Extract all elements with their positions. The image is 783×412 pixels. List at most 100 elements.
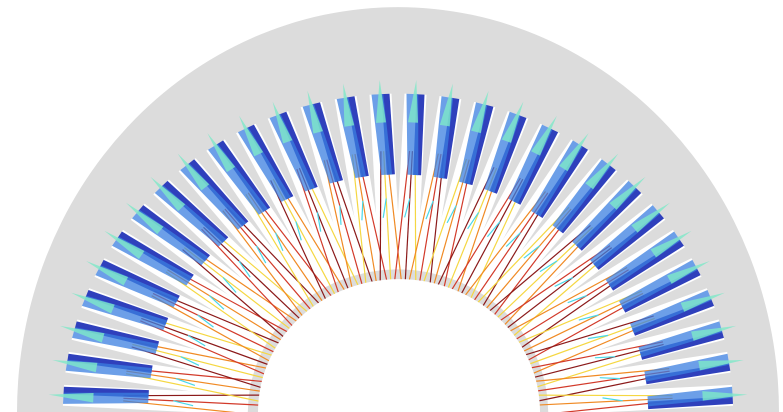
field-ray-cyan [238, 260, 251, 278]
field-ray [245, 193, 317, 311]
field-plume-tip [376, 80, 386, 123]
field-ray-cyan [222, 277, 237, 293]
field-plume-core [278, 111, 318, 190]
field-ray [525, 341, 664, 370]
field-plume-tip [702, 391, 748, 401]
field-plume-tip [177, 153, 210, 191]
field-plume-tip [239, 115, 264, 157]
field-ray-cyan [594, 356, 616, 359]
field-ray-cyan [523, 245, 540, 259]
field-plume-tip [501, 101, 524, 143]
field-plume-core [246, 124, 294, 200]
field-ray-cyan [173, 400, 194, 407]
field-ray [151, 295, 274, 364]
field-plume-tip [531, 115, 557, 156]
field-plume-tip [667, 261, 710, 284]
field-ray [393, 150, 411, 284]
field-plume-tip [408, 80, 418, 123]
field-ray-cyan [295, 221, 302, 241]
field-rays [123, 150, 673, 412]
field-plume-tip [585, 153, 619, 190]
field-ray-cyan [587, 334, 609, 340]
field-ray [435, 166, 495, 290]
field-ray-cyan [175, 378, 196, 386]
field-ray [421, 158, 468, 287]
field-plume-tip [59, 325, 105, 343]
field-plume [644, 353, 730, 382]
field-plume-tip [307, 90, 323, 134]
field-ray-cyan [187, 334, 206, 347]
field-ray [296, 168, 341, 297]
field-ray-cyan [382, 198, 387, 218]
field-ray-cyan [539, 260, 558, 273]
field-ray-cyan [180, 356, 200, 366]
field-plume-core [216, 140, 271, 212]
field-ray [512, 290, 643, 346]
field-plume-core [608, 239, 684, 291]
field-ray-cyan [554, 276, 574, 287]
field-ray-cyan [255, 245, 267, 264]
field-ray-cyan [404, 198, 411, 218]
field-plume-tip [150, 176, 186, 212]
field-ray [495, 245, 611, 325]
field-ray [519, 315, 654, 358]
field-plume-tip [207, 133, 236, 173]
field-ray-cyan [467, 212, 480, 230]
field-ray-cyan [505, 232, 521, 248]
field-ray-cyan [446, 205, 457, 224]
field-plume-tip [680, 292, 725, 312]
field-plume [371, 94, 393, 175]
field-plume-core [632, 298, 714, 336]
field-ray [131, 346, 266, 390]
field-plume-tip [631, 202, 670, 233]
field-plume-tip [343, 83, 355, 127]
field-ray-cyan [567, 295, 587, 304]
field-plume-tip [609, 176, 646, 210]
field-ray [529, 368, 670, 383]
field-ray [473, 206, 570, 307]
field-plume-tip [439, 83, 453, 127]
field-ray [504, 266, 628, 335]
field-ray-cyan [425, 200, 434, 220]
field-plume-core [621, 268, 701, 313]
field-plume-tip [86, 261, 129, 286]
field-ray-cyan [339, 205, 342, 225]
field-plume-tip [559, 133, 589, 172]
field-ray-cyan [486, 221, 501, 238]
field-plume-tip [698, 360, 744, 371]
field-ray [123, 400, 236, 412]
field-ray [485, 224, 591, 315]
field-ray [351, 154, 367, 288]
field-ray-cyan [197, 314, 214, 328]
field-ray-cyan [316, 212, 322, 232]
field-ray [531, 394, 673, 397]
field-plume-tip [48, 393, 94, 403]
field-plume-tip [691, 325, 737, 341]
field-plume-tip [52, 360, 98, 373]
field-ray [270, 180, 328, 303]
field-ray [379, 151, 382, 285]
field-plume [647, 386, 733, 407]
field-plume [336, 97, 366, 178]
field-ray-cyan [361, 200, 364, 221]
field-ray-cyan [602, 397, 623, 402]
field-ray [125, 373, 264, 403]
field-ray-cyan [274, 232, 284, 252]
field-ray [448, 177, 521, 294]
field-plume-tip [650, 230, 692, 258]
field-ray-cyan [578, 314, 599, 321]
field-ray [165, 271, 280, 352]
field-ray [407, 153, 439, 285]
field-ray [201, 228, 296, 330]
field-plume-tip [471, 90, 489, 134]
field-ray [182, 249, 287, 340]
field-plumes [48, 80, 748, 410]
field-plume-tip [126, 202, 164, 235]
rotor-bore [258, 279, 540, 412]
field-ray [323, 160, 354, 292]
field-ray [222, 210, 306, 320]
field-ray [140, 320, 269, 377]
field-ray-cyan [208, 295, 225, 310]
